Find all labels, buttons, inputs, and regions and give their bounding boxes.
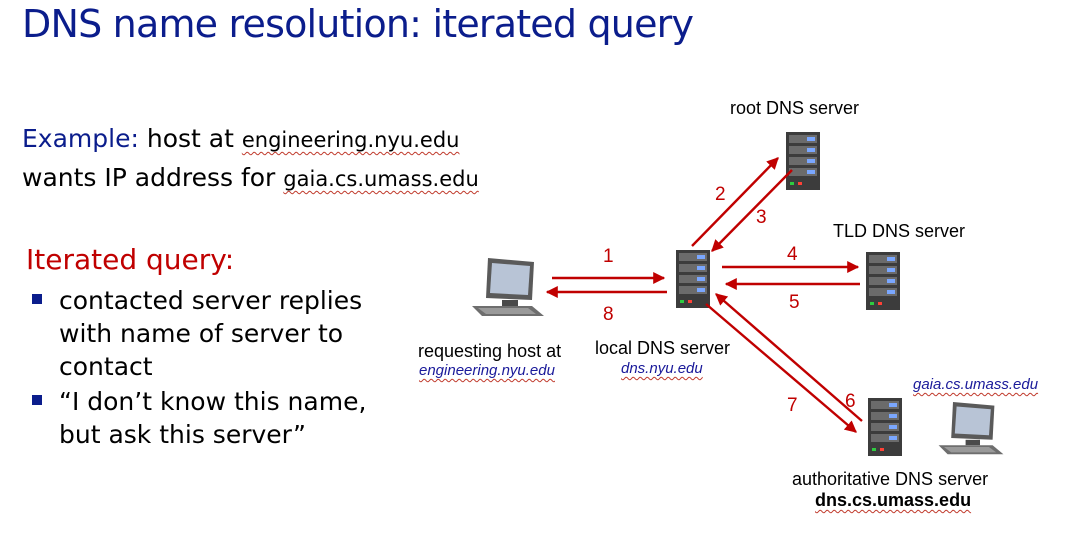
step-1-label: 1 — [603, 246, 614, 267]
example-line-1: Example: host at engineering.nyu.edu — [22, 120, 479, 159]
requesting-host-domain: engineering.nyu.edu — [419, 362, 555, 379]
tld-server-icon — [866, 252, 900, 310]
example-label: Example: — [22, 124, 139, 153]
arrow-3 — [711, 169, 793, 252]
bullet-item: “I don’t know this name, but ask this se… — [32, 385, 399, 451]
iterated-query-heading: Iterated query: — [26, 243, 235, 276]
requesting-host-label: requesting host at — [418, 341, 562, 361]
bullet-square-icon — [32, 395, 42, 405]
bullet-text: contacted server replies with name of se… — [59, 286, 363, 381]
example-block: Example: host at engineering.nyu.edu wan… — [22, 120, 479, 198]
step-7-label: 7 — [787, 395, 798, 416]
step-2-label: 2 — [715, 184, 726, 205]
bullet-item: contacted server replies with name of se… — [32, 284, 399, 383]
root-server-label: root DNS server — [730, 98, 860, 118]
bullet-text: “I don’t know this name, but ask this se… — [59, 387, 367, 449]
gaia-host-computer-icon — [938, 402, 1004, 455]
local-server-domain: dns.nyu.edu — [621, 360, 703, 377]
example-line2-text: wants IP address for — [22, 163, 276, 192]
arrow-2 — [691, 157, 779, 247]
requesting-host-computer-icon — [472, 258, 544, 316]
example-line1-text: host at — [146, 124, 234, 153]
example-source-host: engineering.nyu.edu — [241, 128, 460, 152]
root-server-icon — [786, 132, 820, 190]
local-server-icon — [676, 250, 710, 308]
step-3-label: 3 — [756, 207, 767, 228]
bullet-list: contacted server replies with name of se… — [32, 284, 399, 453]
tld-server-label: TLD DNS server — [833, 221, 966, 241]
arrow-6 — [715, 293, 863, 422]
step-5-label: 5 — [789, 292, 800, 313]
example-target-host: gaia.cs.umass.edu — [283, 167, 479, 191]
example-line-2: wants IP address for gaia.cs.umass.edu — [22, 159, 479, 198]
gaia-host-label: gaia.cs.umass.edu — [913, 376, 1039, 393]
step-4-label: 4 — [787, 244, 798, 265]
auth-server-domain: dns.cs.umass.edu — [815, 490, 972, 510]
step-8-label: 8 — [603, 304, 614, 325]
bullet-square-icon — [32, 294, 42, 304]
auth-server-icon — [868, 398, 902, 456]
auth-server-label: authoritative DNS server — [792, 469, 989, 489]
arrow-7 — [705, 303, 857, 433]
page-title: DNS name resolution: iterated query — [22, 2, 694, 46]
step-6-label: 6 — [845, 391, 856, 412]
local-server-label: local DNS server — [595, 338, 731, 358]
